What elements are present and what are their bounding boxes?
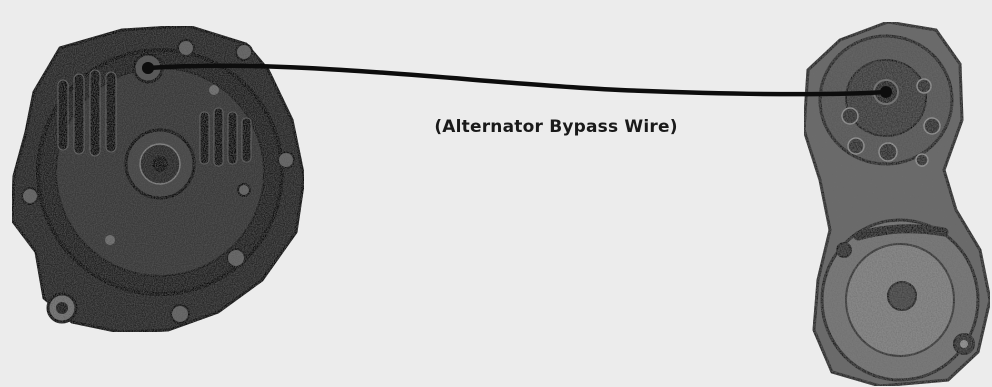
wire-terminal-alternator <box>142 62 154 74</box>
starter-motor <box>802 20 992 387</box>
bypass-wire <box>145 63 889 97</box>
wire-terminal-starter <box>880 86 892 98</box>
alternator <box>10 24 306 334</box>
wire-caption: (Alternator Bypass Wire) <box>434 117 678 137</box>
